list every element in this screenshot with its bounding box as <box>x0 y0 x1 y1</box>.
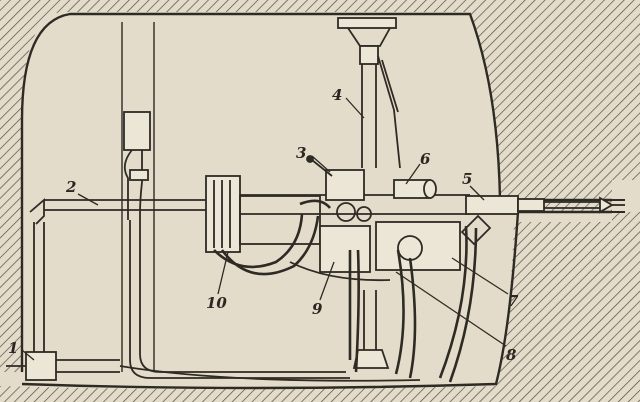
supply-pipe <box>33 214 421 382</box>
rock-drill <box>393 179 437 199</box>
callout-7: 7 <box>508 292 519 310</box>
callout-9: 9 <box>312 300 323 318</box>
electric-box <box>123 111 151 220</box>
callout-8: 8 <box>506 346 517 364</box>
callout-1: 1 <box>8 339 18 357</box>
callout-5: 5 <box>462 170 472 188</box>
callout-10: 10 <box>206 294 227 312</box>
callout-3: 3 <box>296 144 306 162</box>
valve-block <box>306 155 372 222</box>
callout-2: 2 <box>65 178 76 196</box>
carriage-housing <box>205 175 461 282</box>
hoses <box>213 199 478 383</box>
callout-4: 4 <box>332 86 342 104</box>
support-column <box>337 17 401 369</box>
tunnel-outline <box>20 12 612 390</box>
leader-lines <box>21 97 509 361</box>
drill-rod <box>465 195 625 215</box>
callouts: 1 2 3 4 5 6 7 8 9 10 <box>8 86 519 364</box>
callout-6: 6 <box>420 150 431 168</box>
wall-lines <box>121 22 155 372</box>
hose-nozzle <box>460 214 492 246</box>
inlet-valve <box>6 351 57 381</box>
